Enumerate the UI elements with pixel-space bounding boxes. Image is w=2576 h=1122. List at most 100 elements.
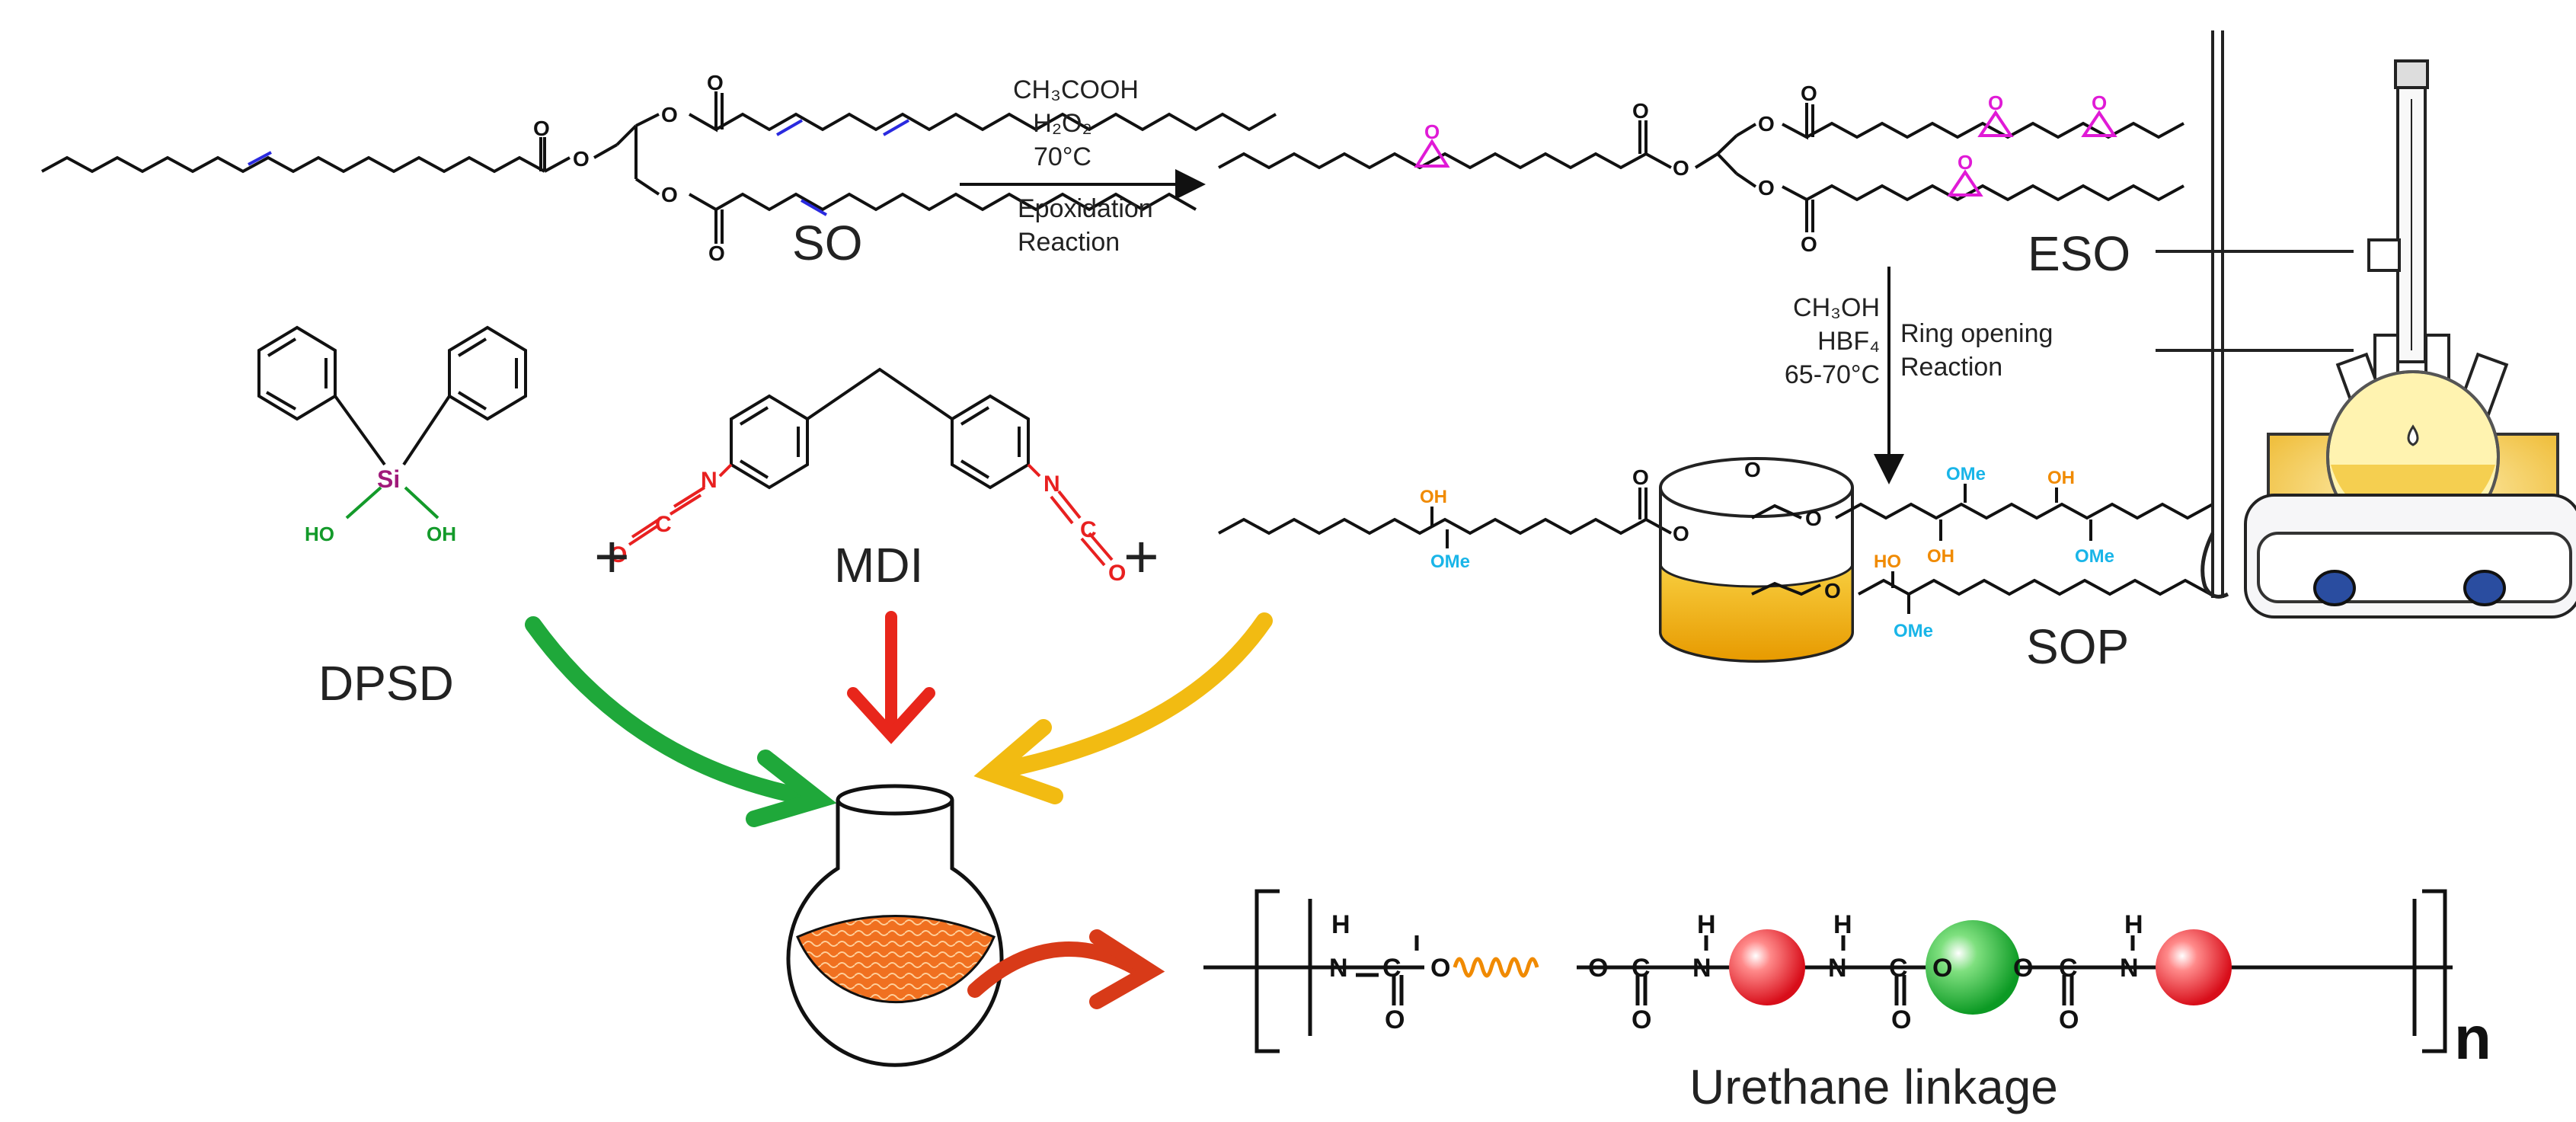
eso-epoxide-oxygens: O O O O: [1424, 91, 2107, 174]
atom-o: O: [1801, 232, 1817, 256]
atom-o: O: [1758, 112, 1775, 136]
atom-o: O: [661, 103, 678, 126]
atom-o: O: [573, 147, 590, 171]
silanol-group: HO: [305, 523, 334, 545]
epoxide-o: O: [2092, 91, 2107, 114]
silicon-atom: Si: [377, 465, 400, 493]
ring-opening-name-line-1: Ring opening: [1900, 319, 2053, 348]
atom-o: O: [533, 117, 550, 140]
atom-o: O: [1758, 176, 1775, 200]
sop-substituents: OH OMe OMe OH OH OMe HO OMe: [1420, 464, 2114, 641]
ring-opening-name-line-2: Reaction: [1900, 353, 2003, 382]
epoxidation-name-line-1: Epoxidation: [1018, 194, 1153, 223]
epoxidation-reagent-1: CH₃COOH: [1013, 75, 1139, 104]
ring-opening-conditions: CH₃OH HBF₄ 65-70°C: [1782, 291, 1880, 392]
isocyanate-atoms: N C O N C O: [609, 468, 1126, 586]
atom-h: H: [1833, 910, 1852, 939]
dpsd-unit-sphere: [1926, 920, 2020, 1015]
repeat-unit-n: n: [2454, 1004, 2491, 1072]
polyol-spring: [1453, 957, 1539, 978]
eso-label: ESO: [2028, 226, 2131, 281]
atom-o: O: [1385, 1005, 1405, 1034]
epoxide-o: O: [1958, 151, 1973, 174]
feed-arrows: [525, 611, 1273, 827]
epoxidation-name-line-2: Reaction: [1018, 228, 1120, 257]
methoxy-label: OMe: [2075, 546, 2114, 567]
atom-h: H: [2124, 910, 2143, 939]
atom-o: O: [1891, 1005, 1911, 1034]
atom-o: O: [708, 241, 725, 265]
dpsd-molecule: [257, 325, 527, 519]
green-arrow: [525, 616, 808, 804]
atom-c: C: [1632, 954, 1651, 983]
atom-o: O: [1108, 561, 1126, 586]
hydroxyl-label: OH: [1420, 487, 1447, 507]
eso-molecule: [1218, 103, 2184, 232]
atom-h: H: [1697, 910, 1716, 939]
polymer-atoms: N H C O O O C O N H N H C O O O C O N H: [1329, 910, 2143, 1034]
atom-o: O: [609, 542, 627, 567]
yellow-arrow: [997, 612, 1273, 778]
atom-c: C: [1382, 954, 1401, 983]
sop-chains: [1751, 484, 2213, 614]
so-label: SO: [792, 216, 863, 270]
atom-o: O: [1805, 507, 1822, 530]
polyol-cylinder: [1659, 457, 1854, 663]
sop-molecule: [1218, 487, 1672, 548]
so-molecule: [41, 91, 1277, 244]
hydroxyl-label: HO: [1874, 551, 1901, 572]
isocyanate-left: [628, 486, 706, 546]
atom-o: O: [1632, 1005, 1651, 1034]
methoxy-label: OMe: [1946, 464, 1986, 484]
polymer-backbone: [1203, 889, 2453, 1053]
atom-o: O: [1632, 99, 1649, 123]
epoxide-o: O: [1424, 120, 1440, 143]
silanol-group: OH: [427, 523, 456, 545]
epoxidation-name: Epoxidation Reaction: [1018, 192, 1153, 259]
atom-o: O: [1632, 465, 1649, 489]
atom-o: O: [1801, 82, 1817, 105]
epoxidation-conditions: CH₃COOH H₂O₂ 70°C: [1013, 73, 1139, 174]
atom-c: C: [1080, 517, 1097, 542]
atom-c: C: [655, 512, 672, 537]
red-arrow-head: [847, 687, 935, 744]
epoxide-o: O: [1988, 91, 2003, 114]
atom-o: O: [1932, 954, 1952, 983]
eso-oxygens: O O O O O O: [1632, 82, 1817, 256]
urethane-linkage-label: Urethane linkage: [1689, 1060, 2058, 1114]
mdi-unit-sphere: [1729, 929, 1805, 1005]
mdi-unit-sphere: [2156, 929, 2232, 1005]
atom-n: N: [2120, 954, 2139, 983]
atom-n: N: [701, 468, 718, 493]
methoxy-label: OMe: [1430, 551, 1470, 572]
atom-o: O: [2059, 1005, 2079, 1034]
atom-n: N: [1329, 954, 1348, 983]
atom-o: O: [1673, 522, 1689, 545]
atom-o: O: [707, 71, 724, 94]
atom-c: C: [2059, 954, 2078, 983]
atom-o: O: [1744, 458, 1761, 481]
yellow-arrow-head: [973, 719, 1063, 804]
plus-sign: +: [594, 523, 630, 590]
atom-o: O: [661, 183, 678, 206]
methoxy-label: OMe: [1894, 621, 1933, 641]
atom-n: N: [1828, 954, 1847, 983]
epoxidation-reagent-2: H₂O₂: [1033, 109, 1092, 138]
plus-sign: +: [1123, 523, 1159, 590]
isocyanate-right: [1050, 490, 1114, 567]
mdi-molecule: [718, 367, 1041, 490]
ring-opening-temp: 65-70°C: [1784, 360, 1880, 389]
mdi-label: MDI: [834, 538, 924, 593]
sop-label: SOP: [2026, 619, 2130, 674]
ring-opening-reagent-2: HBF₄: [1817, 327, 1880, 356]
hydroxyl-label: OH: [2047, 468, 2075, 488]
hydroxyl-label: OH: [1927, 546, 1954, 567]
atom-h: H: [1331, 910, 1350, 939]
lab-apparatus: [2156, 30, 2576, 619]
green-arrow-head: [746, 750, 837, 827]
sop-oxygens: O O O O O: [1632, 458, 1841, 603]
atom-o: O: [1673, 156, 1689, 180]
ring-opening-reagent-1: CH₃OH: [1793, 293, 1880, 322]
